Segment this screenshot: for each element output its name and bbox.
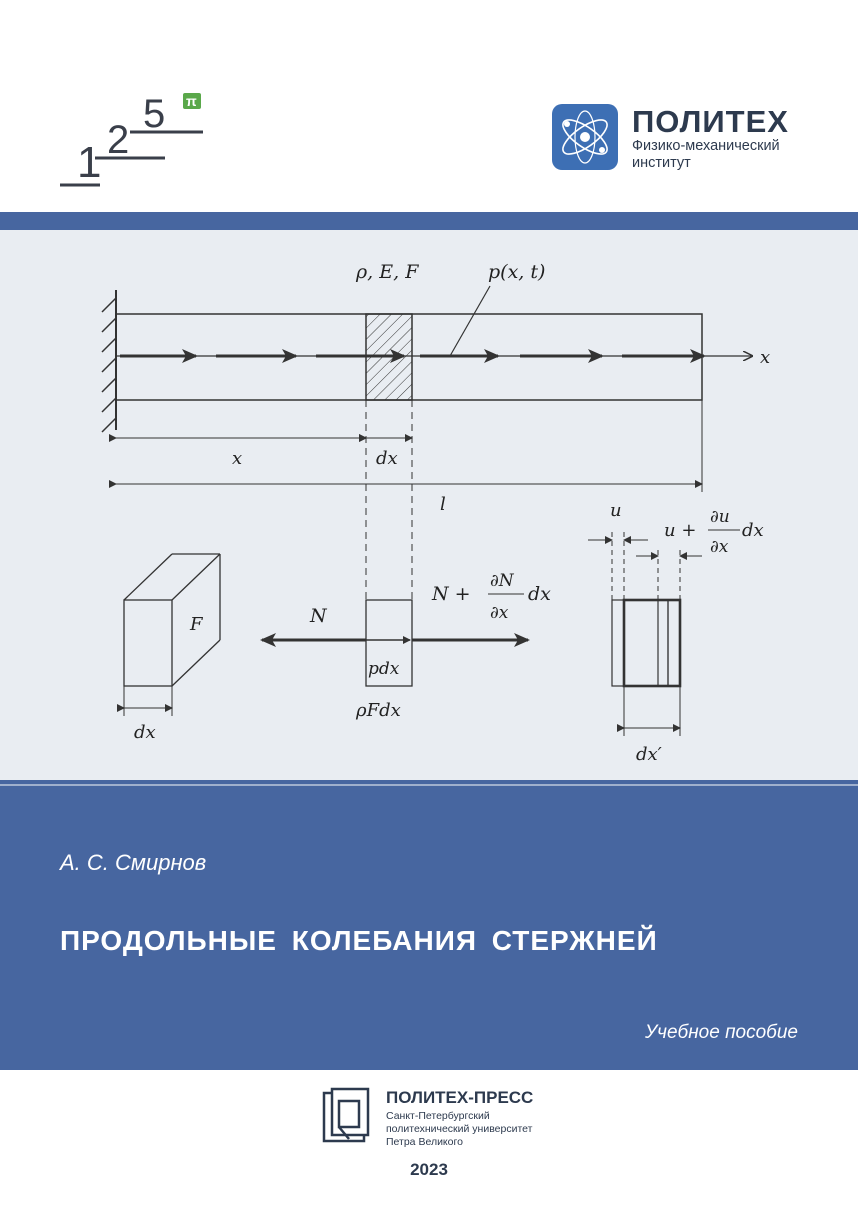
anniv-digit-2: 2	[107, 118, 129, 162]
publication-year: 2023	[410, 1160, 448, 1179]
cover-blue-panel	[0, 780, 858, 1070]
press-line1: Санкт-Петербургский	[386, 1110, 490, 1122]
publisher-subtitle-line1: Физико-механический	[632, 138, 780, 154]
rod-vibration-diagram: x ρ, E, F p(x, t) x dx l	[101, 261, 770, 765]
anniv-digit-1: 1	[77, 138, 101, 187]
label-pdx: pdx	[368, 659, 400, 679]
label-force-n: N	[309, 605, 328, 627]
load-leader-line	[449, 285, 491, 357]
axis-label-x: x	[760, 347, 770, 368]
label-length: l	[440, 494, 446, 515]
press-name: ПОЛИТЕХ-ПРЕСС	[386, 1088, 534, 1107]
press-logo-icon	[322, 1087, 370, 1143]
undeformed-element	[611, 599, 669, 687]
label-load: p(x, t)	[488, 261, 545, 283]
anniv-digit-3: 5	[143, 92, 165, 136]
fixed-wall	[101, 290, 117, 433]
label-area-f: F	[189, 614, 204, 635]
anniv-pi-badge	[183, 93, 201, 109]
press-line3: Петра Великого	[386, 1136, 463, 1148]
document-type: Учебное пособие	[644, 1022, 798, 1043]
label-x-dimension: x	[232, 448, 242, 469]
cross-section-block	[123, 553, 221, 687]
figure-panel	[0, 230, 858, 780]
label-dx-term1: dx	[528, 583, 551, 605]
label-dx-term2: dx	[742, 520, 764, 541]
book-title: ПРОДОЛЬНЫЕ КОЛЕБАНИЯ СТЕРЖНЕЙ	[60, 925, 658, 956]
label-du: ∂u	[710, 507, 730, 527]
anniv-pi-symbol: π	[186, 93, 197, 109]
cover-bottom-band	[0, 1070, 858, 1226]
label-dx-prime: dx′	[636, 744, 662, 765]
deformed-element	[622, 598, 682, 688]
author-name: А. С. Смирнов	[60, 850, 207, 875]
cover-top-band	[0, 0, 858, 212]
label-u: u	[610, 500, 622, 521]
label-dx-block: dx	[134, 722, 156, 743]
free-body-element	[365, 599, 413, 687]
cover-blue-stripe	[0, 212, 858, 230]
label-u-plus: u +	[664, 520, 696, 541]
press-line2: политехнический университет	[386, 1123, 533, 1135]
publisher-logo-name: ПОЛИТЕХ	[632, 104, 789, 139]
label-n-plus: N +	[431, 583, 471, 605]
panel-divider	[0, 784, 858, 786]
polytech-atom-icon	[552, 104, 618, 170]
label-rho-e-f: ρ, E, F	[355, 261, 419, 283]
publisher-subtitle-line2: институт	[632, 155, 691, 171]
label-dx-top: dx	[376, 448, 398, 469]
publisher-logo-subtitle: Физико-механический институт	[632, 138, 832, 172]
label-dn: ∂N	[490, 571, 515, 591]
label-dx-frac1: ∂x	[490, 603, 509, 623]
press-subtitle: Санкт-Петербургский политехнический унив…	[386, 1110, 556, 1149]
anniversary-125-logo: 1 2 5 π	[60, 92, 203, 187]
label-rho-f-dx: ρFdx	[355, 700, 401, 721]
label-dx-frac2: ∂x	[710, 537, 729, 557]
